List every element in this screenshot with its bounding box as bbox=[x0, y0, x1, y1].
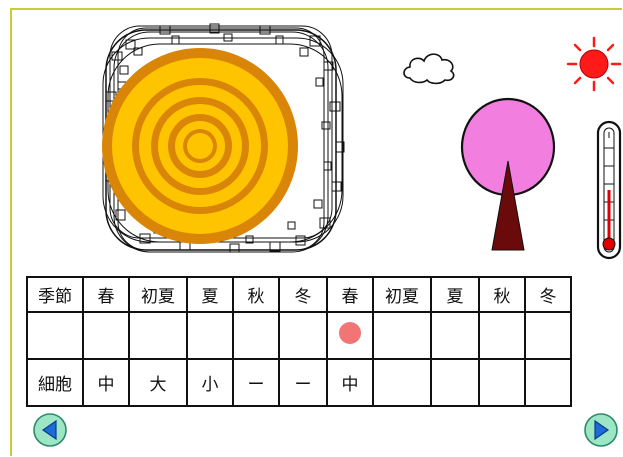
cloud-icon bbox=[400, 46, 460, 86]
marker-cell[interactable] bbox=[129, 312, 187, 359]
sun-icon bbox=[566, 36, 622, 92]
cell-size-value bbox=[479, 359, 525, 406]
marker-cell[interactable] bbox=[373, 312, 431, 359]
prev-button[interactable] bbox=[32, 412, 68, 448]
header-season: 秋 bbox=[233, 277, 279, 312]
cell-size-value: 大 bbox=[129, 359, 187, 406]
header-season: 冬 bbox=[525, 277, 571, 312]
marker-row bbox=[27, 312, 571, 359]
cell-size-value bbox=[525, 359, 571, 406]
header-season: 秋 bbox=[479, 277, 525, 312]
season-table: 季節 春 初夏 夏 秋 冬 春 初夏 夏 秋 冬 細胞 中 大 小 ー ー 中 bbox=[26, 276, 572, 407]
cell-label: 細胞 bbox=[27, 359, 83, 406]
header-season: 冬 bbox=[279, 277, 327, 312]
season-header-row: 季節 春 初夏 夏 秋 冬 春 初夏 夏 秋 冬 bbox=[27, 277, 571, 312]
header-label: 季節 bbox=[27, 277, 83, 312]
marker-cell[interactable] bbox=[479, 312, 525, 359]
header-season: 夏 bbox=[187, 277, 233, 312]
marker-cell[interactable] bbox=[279, 312, 327, 359]
cell-size-value: ー bbox=[233, 359, 279, 406]
cell-size-value: ー bbox=[279, 359, 327, 406]
cell-size-value bbox=[373, 359, 431, 406]
header-season: 初夏 bbox=[373, 277, 431, 312]
ring-core bbox=[187, 133, 213, 159]
thermometer-icon bbox=[594, 118, 623, 263]
header-season: 春 bbox=[83, 277, 129, 312]
marker-cell[interactable] bbox=[525, 312, 571, 359]
marker-cell[interactable] bbox=[431, 312, 479, 359]
header-season: 春 bbox=[327, 277, 373, 312]
marker-cell-current[interactable] bbox=[327, 312, 373, 359]
cell-size-row: 細胞 中 大 小 ー ー 中 bbox=[27, 359, 571, 406]
marker-cell[interactable] bbox=[233, 312, 279, 359]
cell-size-value: 中 bbox=[327, 359, 373, 406]
header-season: 初夏 bbox=[129, 277, 187, 312]
current-season-marker bbox=[339, 322, 361, 344]
cell-size-value: 中 bbox=[83, 359, 129, 406]
next-button[interactable] bbox=[583, 412, 619, 448]
header-season: 夏 bbox=[431, 277, 479, 312]
growth-rings-icon bbox=[100, 22, 352, 254]
marker-cell bbox=[27, 312, 83, 359]
tree-icon bbox=[458, 95, 558, 255]
cell-size-value bbox=[431, 359, 479, 406]
cell-size-value: 小 bbox=[187, 359, 233, 406]
marker-cell[interactable] bbox=[187, 312, 233, 359]
marker-cell[interactable] bbox=[83, 312, 129, 359]
thermometer-bulb bbox=[603, 238, 615, 250]
